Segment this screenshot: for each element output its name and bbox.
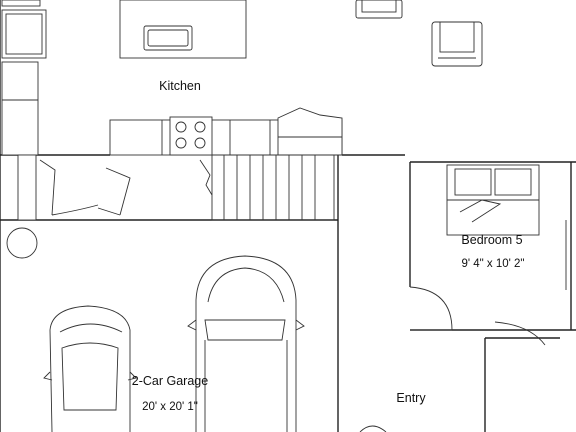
kitchen-island xyxy=(119,0,247,59)
armchair xyxy=(431,21,483,67)
bed xyxy=(446,164,540,236)
garage-dims: 20' x 20' 1" xyxy=(142,401,198,413)
water-heater xyxy=(6,227,38,259)
top-left-cabinets xyxy=(1,0,47,221)
chair-top xyxy=(355,0,403,19)
bedroom5-label: Bedroom 5 xyxy=(461,233,522,247)
entry-label: Entry xyxy=(396,391,426,405)
kitchen-counter xyxy=(109,107,343,156)
car-right xyxy=(187,255,305,432)
kitchen-label: Kitchen xyxy=(159,79,201,93)
bedroom5-dims: 9' 4" x 10' 2" xyxy=(461,258,524,270)
entry-door xyxy=(359,425,387,432)
door-swings xyxy=(39,159,546,346)
stairs xyxy=(199,154,335,221)
garage-label: 2-Car Garage xyxy=(132,374,208,388)
car-left xyxy=(43,305,137,432)
